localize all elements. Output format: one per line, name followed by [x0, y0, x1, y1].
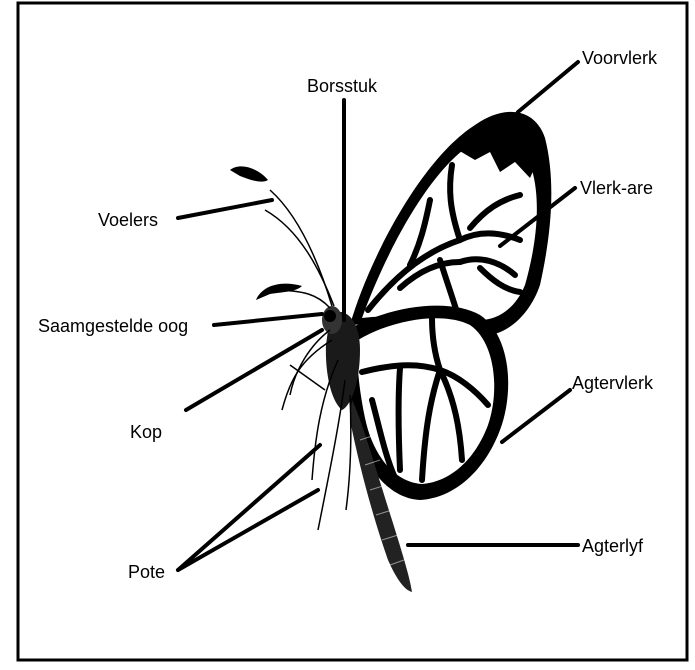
label-voelers: Voelers — [98, 210, 158, 230]
label-vlerk-are: Vlerk-are — [580, 178, 653, 198]
compound-eye — [324, 310, 336, 322]
label-borsstuk: Borsstuk — [307, 76, 378, 96]
label-kop: Kop — [130, 422, 162, 442]
label-agterlyf: Agterlyf — [582, 536, 644, 556]
label-agtervlerk: Agtervlerk — [572, 373, 654, 393]
label-saamgestelde-oog: Saamgestelde oog — [38, 316, 188, 336]
label-pote: Pote — [128, 562, 165, 582]
label-voorvlerk: Voorvlerk — [582, 48, 658, 68]
